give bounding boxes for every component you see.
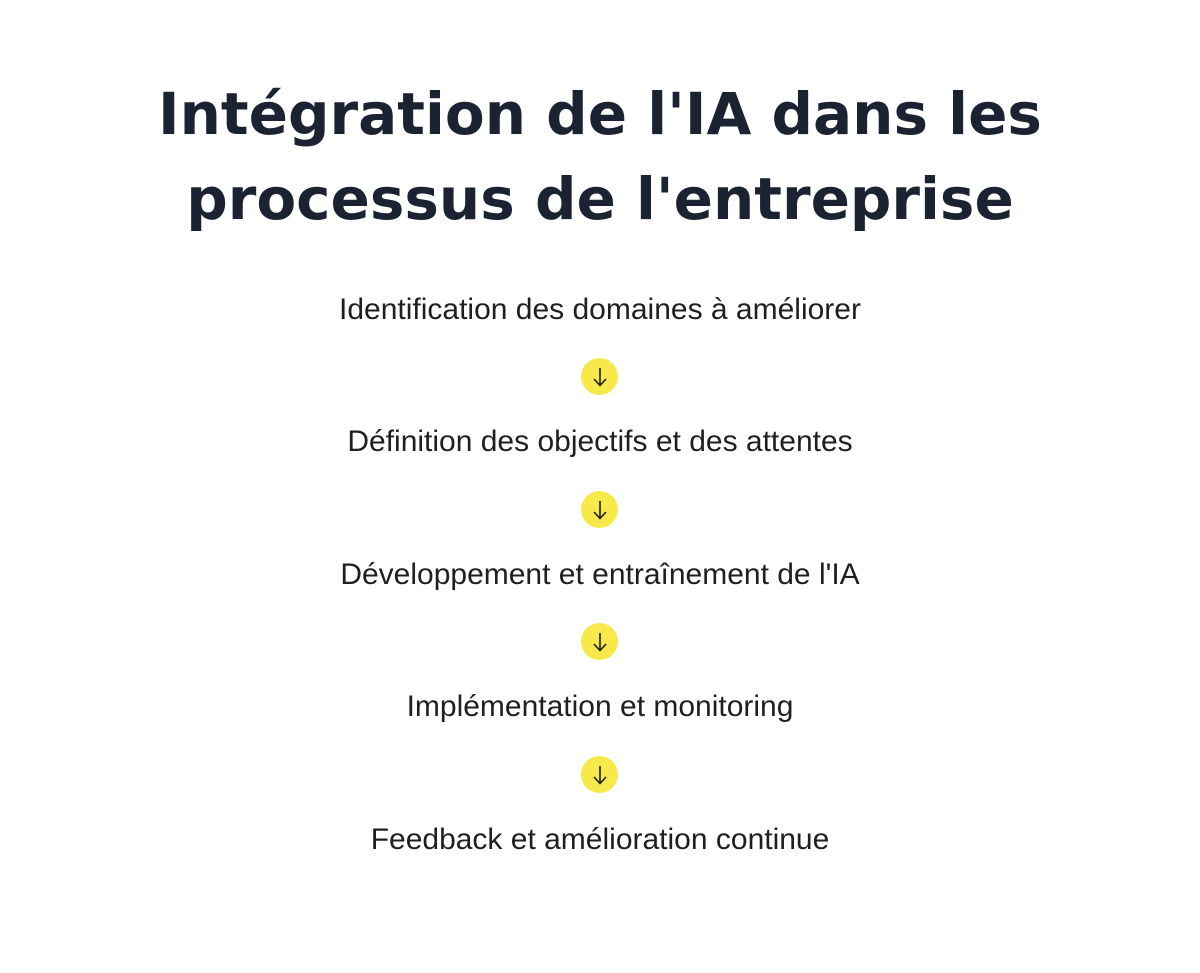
flow-step-2: Définition des objectifs et des attentes <box>347 425 853 458</box>
flow-step-5: Feedback et amélioration continue <box>370 823 830 856</box>
flow-step-4: Implémentation et monitoring <box>406 690 794 723</box>
title-line-1: Intégration de l'IA dans les <box>158 80 1042 148</box>
arrow-down-icon <box>581 358 618 395</box>
arrow-down-icon <box>581 623 618 660</box>
diagram-title: Intégration de l'IA dans les processus d… <box>0 72 1200 242</box>
arrow-down-icon <box>581 491 618 528</box>
flow-step-1: Identification des domaines à améliorer <box>339 293 861 326</box>
flow-step-3: Développement et entraînement de l'IA <box>340 558 860 591</box>
arrow-down-icon <box>581 756 618 793</box>
title-line-2: processus de l'entreprise <box>186 165 1014 233</box>
